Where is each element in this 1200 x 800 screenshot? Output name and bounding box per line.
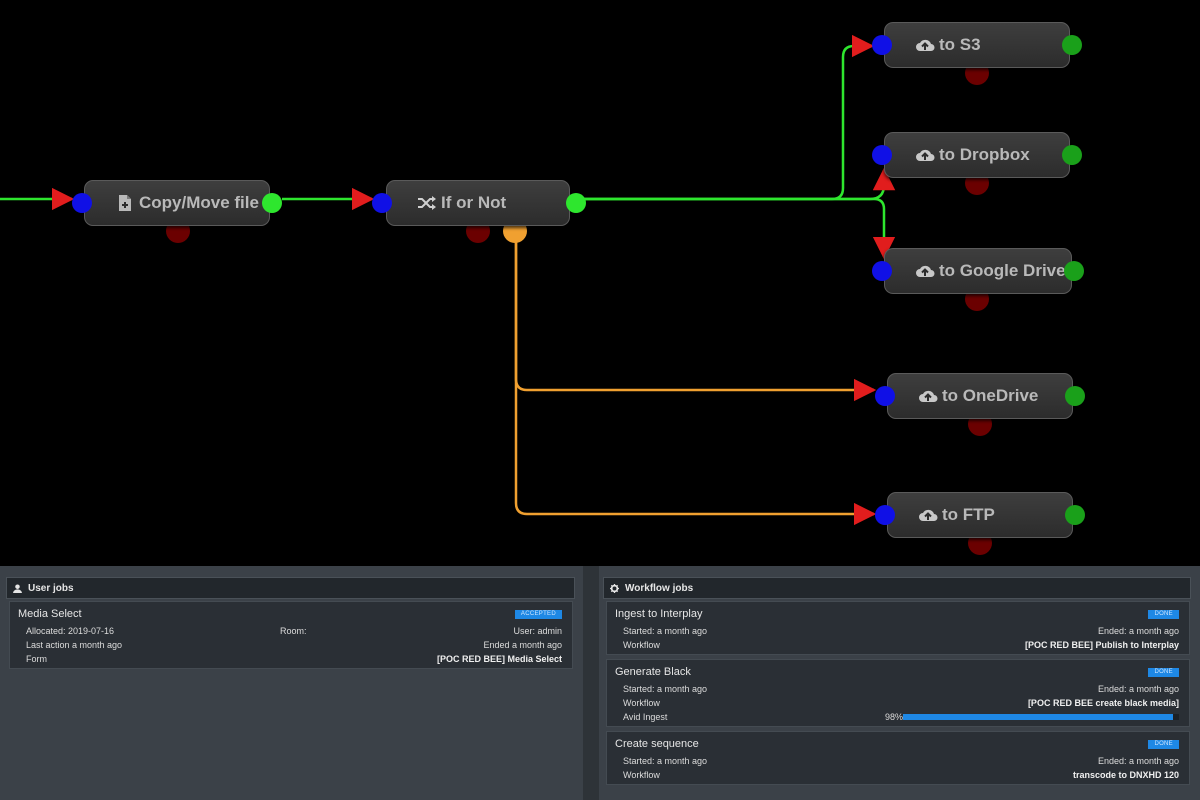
output-port[interactable]: [262, 193, 282, 213]
link-ifnot-to-gdrive: [584, 197, 896, 260]
workflow-job-card[interactable]: Generate Black DONE Started: a month ago…: [606, 659, 1190, 727]
ended-text: Ended: a month ago: [1097, 684, 1179, 694]
input-port[interactable]: [875, 505, 895, 525]
node-label: If or Not: [441, 193, 507, 212]
node-to-s3[interactable]: to S3: [872, 22, 1084, 85]
ended-text: Ended: a month ago: [1097, 756, 1179, 766]
input-port[interactable]: [875, 386, 895, 406]
output-port[interactable]: [1065, 386, 1085, 406]
status-badge: DONE: [1148, 610, 1179, 619]
task-label: Avid Ingest: [623, 712, 668, 722]
workflow-link[interactable]: [POC RED BEE] Publish to Interplay: [1024, 640, 1179, 650]
gear-icon: [610, 583, 619, 593]
output-port[interactable]: [1065, 505, 1085, 525]
cloud-upload-icon: [918, 505, 938, 525]
workflow-link[interactable]: [POC RED BEE create black media]: [1027, 698, 1179, 708]
panel-title: Workflow jobs: [625, 582, 694, 594]
node-to-ftp[interactable]: to FTP: [875, 492, 1087, 555]
link-ifnot-to-ftp: [514, 236, 877, 526]
started-text: Started: a month ago: [623, 626, 708, 636]
input-port[interactable]: [872, 261, 892, 281]
panel-title: User jobs: [28, 582, 74, 594]
output-port[interactable]: [566, 193, 586, 213]
panel-divider[interactable]: [583, 566, 599, 800]
workflow-canvas[interactable]: Copy/Move file If or Not to S3: [0, 0, 1200, 566]
node-if-or-not[interactable]: If or Not: [372, 180, 586, 243]
cloud-upload-icon: [915, 145, 935, 165]
input-port[interactable]: [872, 145, 892, 165]
workflow-label: Workflow: [623, 640, 660, 650]
user-icon: [13, 583, 22, 593]
form-label: Form: [26, 654, 47, 664]
job-name: Create sequence: [615, 738, 699, 750]
panel-header: User jobs: [6, 577, 575, 599]
node-label: to S3: [939, 35, 981, 54]
cloud-upload-icon: [918, 386, 938, 406]
workflow-label: Workflow: [623, 698, 660, 708]
status-badge: ACCEPTED: [514, 610, 562, 619]
room-text: Room:: [280, 626, 307, 636]
panel-header: Workflow jobs: [603, 577, 1191, 599]
status-badge: DONE: [1148, 740, 1179, 749]
workflow-jobs-panel: Workflow jobs: [603, 577, 1191, 599]
link-ifnot-to-dropbox: [584, 167, 896, 201]
cloud-upload-icon: [915, 261, 935, 281]
user-text: User: admin: [513, 626, 562, 636]
started-text: Started: a month ago: [623, 756, 708, 766]
node-label: to Dropbox: [939, 145, 1030, 164]
input-port[interactable]: [872, 35, 892, 55]
output-port[interactable]: [1064, 261, 1084, 281]
user-jobs-panel: User jobs: [6, 577, 575, 599]
job-name: Generate Black: [615, 666, 691, 678]
node-to-google-drive[interactable]: to Google Drive: [872, 248, 1086, 311]
workflow-link[interactable]: transcode to DNXHD 120: [1072, 770, 1179, 780]
cloud-upload-icon: [915, 35, 935, 55]
output-port[interactable]: [1062, 145, 1082, 165]
workflow-label: Workflow: [623, 770, 660, 780]
ended-text: Ended: a month ago: [1097, 626, 1179, 636]
input-port[interactable]: [372, 193, 392, 213]
job-name: Media Select: [18, 608, 82, 620]
started-text: Started: a month ago: [623, 684, 708, 694]
link-ifnot-to-s3: [584, 34, 875, 201]
output-port[interactable]: [1062, 35, 1082, 55]
node-label: Copy/Move file: [139, 193, 259, 212]
task-progress-bar: [903, 714, 1179, 720]
workflow-links: [0, 34, 896, 526]
workflow-job-card[interactable]: Ingest to Interplay DONE Started: a mont…: [606, 601, 1190, 655]
input-port[interactable]: [72, 193, 92, 213]
jobs-area: User jobs Media Select ACCEPTED Allocate…: [0, 566, 1200, 800]
workflow-job-card[interactable]: Create sequence DONE Started: a month ag…: [606, 731, 1190, 785]
node-label: to FTP: [942, 505, 995, 524]
form-link[interactable]: [POC RED BEE] Media Select: [436, 654, 562, 664]
file-copy-icon: [115, 193, 135, 213]
link-ifnot-to-onedrive: [514, 236, 877, 402]
node-to-onedrive[interactable]: to OneDrive: [875, 373, 1087, 436]
shuffle-icon: [417, 193, 437, 213]
task-progress-text: 98%: [885, 712, 904, 722]
progress-fill: [903, 714, 1174, 720]
node-label: to Google Drive: [939, 261, 1066, 280]
last-action-text: Last action a month ago: [26, 640, 123, 650]
node-copy-move-file[interactable]: Copy/Move file: [72, 180, 284, 243]
node-to-dropbox[interactable]: to Dropbox: [872, 132, 1084, 195]
allocated-text: Allocated: 2019-07-16: [26, 626, 115, 636]
ended-text: Ended a month ago: [483, 640, 562, 650]
node-label: to OneDrive: [942, 386, 1039, 405]
status-badge: DONE: [1148, 668, 1179, 677]
user-job-card[interactable]: Media Select ACCEPTED Allocated: 2019-07…: [9, 601, 573, 669]
job-name: Ingest to Interplay: [615, 608, 703, 620]
